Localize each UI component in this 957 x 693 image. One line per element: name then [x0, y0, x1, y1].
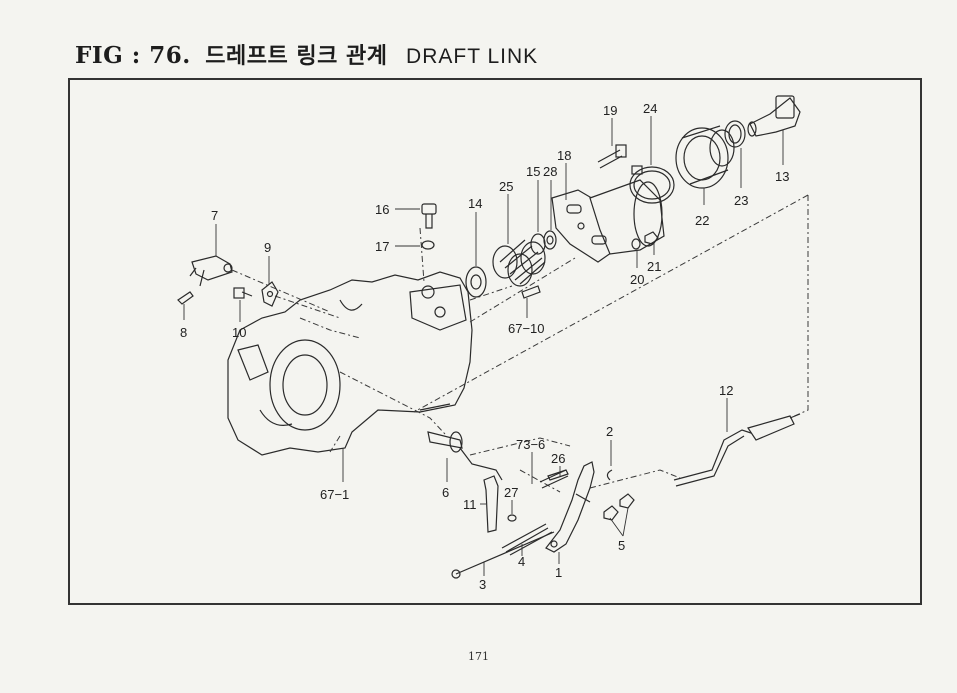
spring-4: [501, 523, 553, 556]
bolt-10: [233, 287, 253, 299]
callout-67-1: 67−1: [320, 487, 349, 502]
link-9: [261, 281, 279, 307]
callout-12: 12: [719, 383, 733, 398]
figure-title-english: DRAFT LINK: [406, 45, 539, 68]
callout-27: 27: [504, 485, 518, 500]
lever-11: [483, 475, 499, 533]
piston: [465, 266, 487, 298]
nut-and-washer: [631, 231, 659, 250]
dowel-pin: [521, 285, 541, 299]
nuts-5: [603, 493, 635, 521]
callout-16: 16: [375, 202, 389, 217]
washer-27: [507, 514, 517, 522]
rod-3: [451, 531, 555, 579]
callout-8: 8: [180, 325, 187, 340]
callout-73-6: 73−6: [516, 437, 545, 452]
spring: [492, 239, 546, 287]
callout-18: 18: [557, 148, 571, 163]
callout-3: 3: [479, 577, 486, 592]
valve-housing: [551, 179, 665, 263]
callout-6: 6: [442, 485, 449, 500]
transmission-housing: [227, 271, 473, 456]
callout-20: 20: [630, 272, 644, 287]
page-number: 171: [468, 650, 489, 663]
snap-ring: [724, 120, 746, 148]
callout-9: 9: [264, 240, 271, 255]
rubber-boot: [675, 125, 735, 189]
draft-sensor: [747, 95, 801, 137]
lever-7: [189, 255, 233, 287]
callout-4: 4: [518, 554, 525, 569]
callout-19: 19: [603, 103, 617, 118]
clip-2: [606, 469, 613, 481]
pin-26: [547, 469, 569, 481]
callout-14: 14: [468, 196, 482, 211]
callout-13: 13: [775, 169, 789, 184]
hose-clamp: [629, 165, 675, 204]
callout-23: 23: [734, 193, 748, 208]
rod-12: [673, 413, 801, 487]
callout-11: 11: [463, 497, 477, 512]
figure-title-korean: 드레프트 링크 관계: [205, 44, 388, 69]
callout-15: 15: [526, 164, 540, 179]
callout-28: 28: [543, 164, 557, 179]
leader-lines: [183, 116, 784, 576]
pin-8: [177, 291, 194, 305]
lever-1: [545, 461, 595, 553]
callout-67-10: 67−10: [508, 321, 545, 336]
callout-17: 17: [375, 239, 389, 254]
callout-24: 24: [643, 101, 657, 116]
figure-number: FIG : 76.: [75, 42, 191, 69]
callout-26: 26: [551, 451, 565, 466]
callout-1: 1: [555, 565, 562, 580]
washers: [530, 230, 557, 255]
bolt-19: [597, 144, 627, 169]
diagram-frame: [68, 78, 922, 605]
callout-2: 2: [606, 424, 613, 439]
callout-10: 10: [232, 325, 246, 340]
bolt-16: [421, 203, 437, 250]
callout-labels: 19 24 18 15 28 25 14 16 17 13 22 23 21 2…: [180, 101, 789, 592]
assembly-guide-lines: [231, 194, 809, 493]
callout-7: 7: [211, 208, 218, 223]
callout-21: 21: [647, 259, 661, 274]
callout-25: 25: [499, 179, 513, 194]
callout-5: 5: [618, 538, 625, 553]
figure-title: FIG : 76. 드레프트 링크 관계 DRAFT LINK: [75, 38, 538, 70]
shaft-6: [427, 431, 503, 481]
callout-22: 22: [695, 213, 709, 228]
